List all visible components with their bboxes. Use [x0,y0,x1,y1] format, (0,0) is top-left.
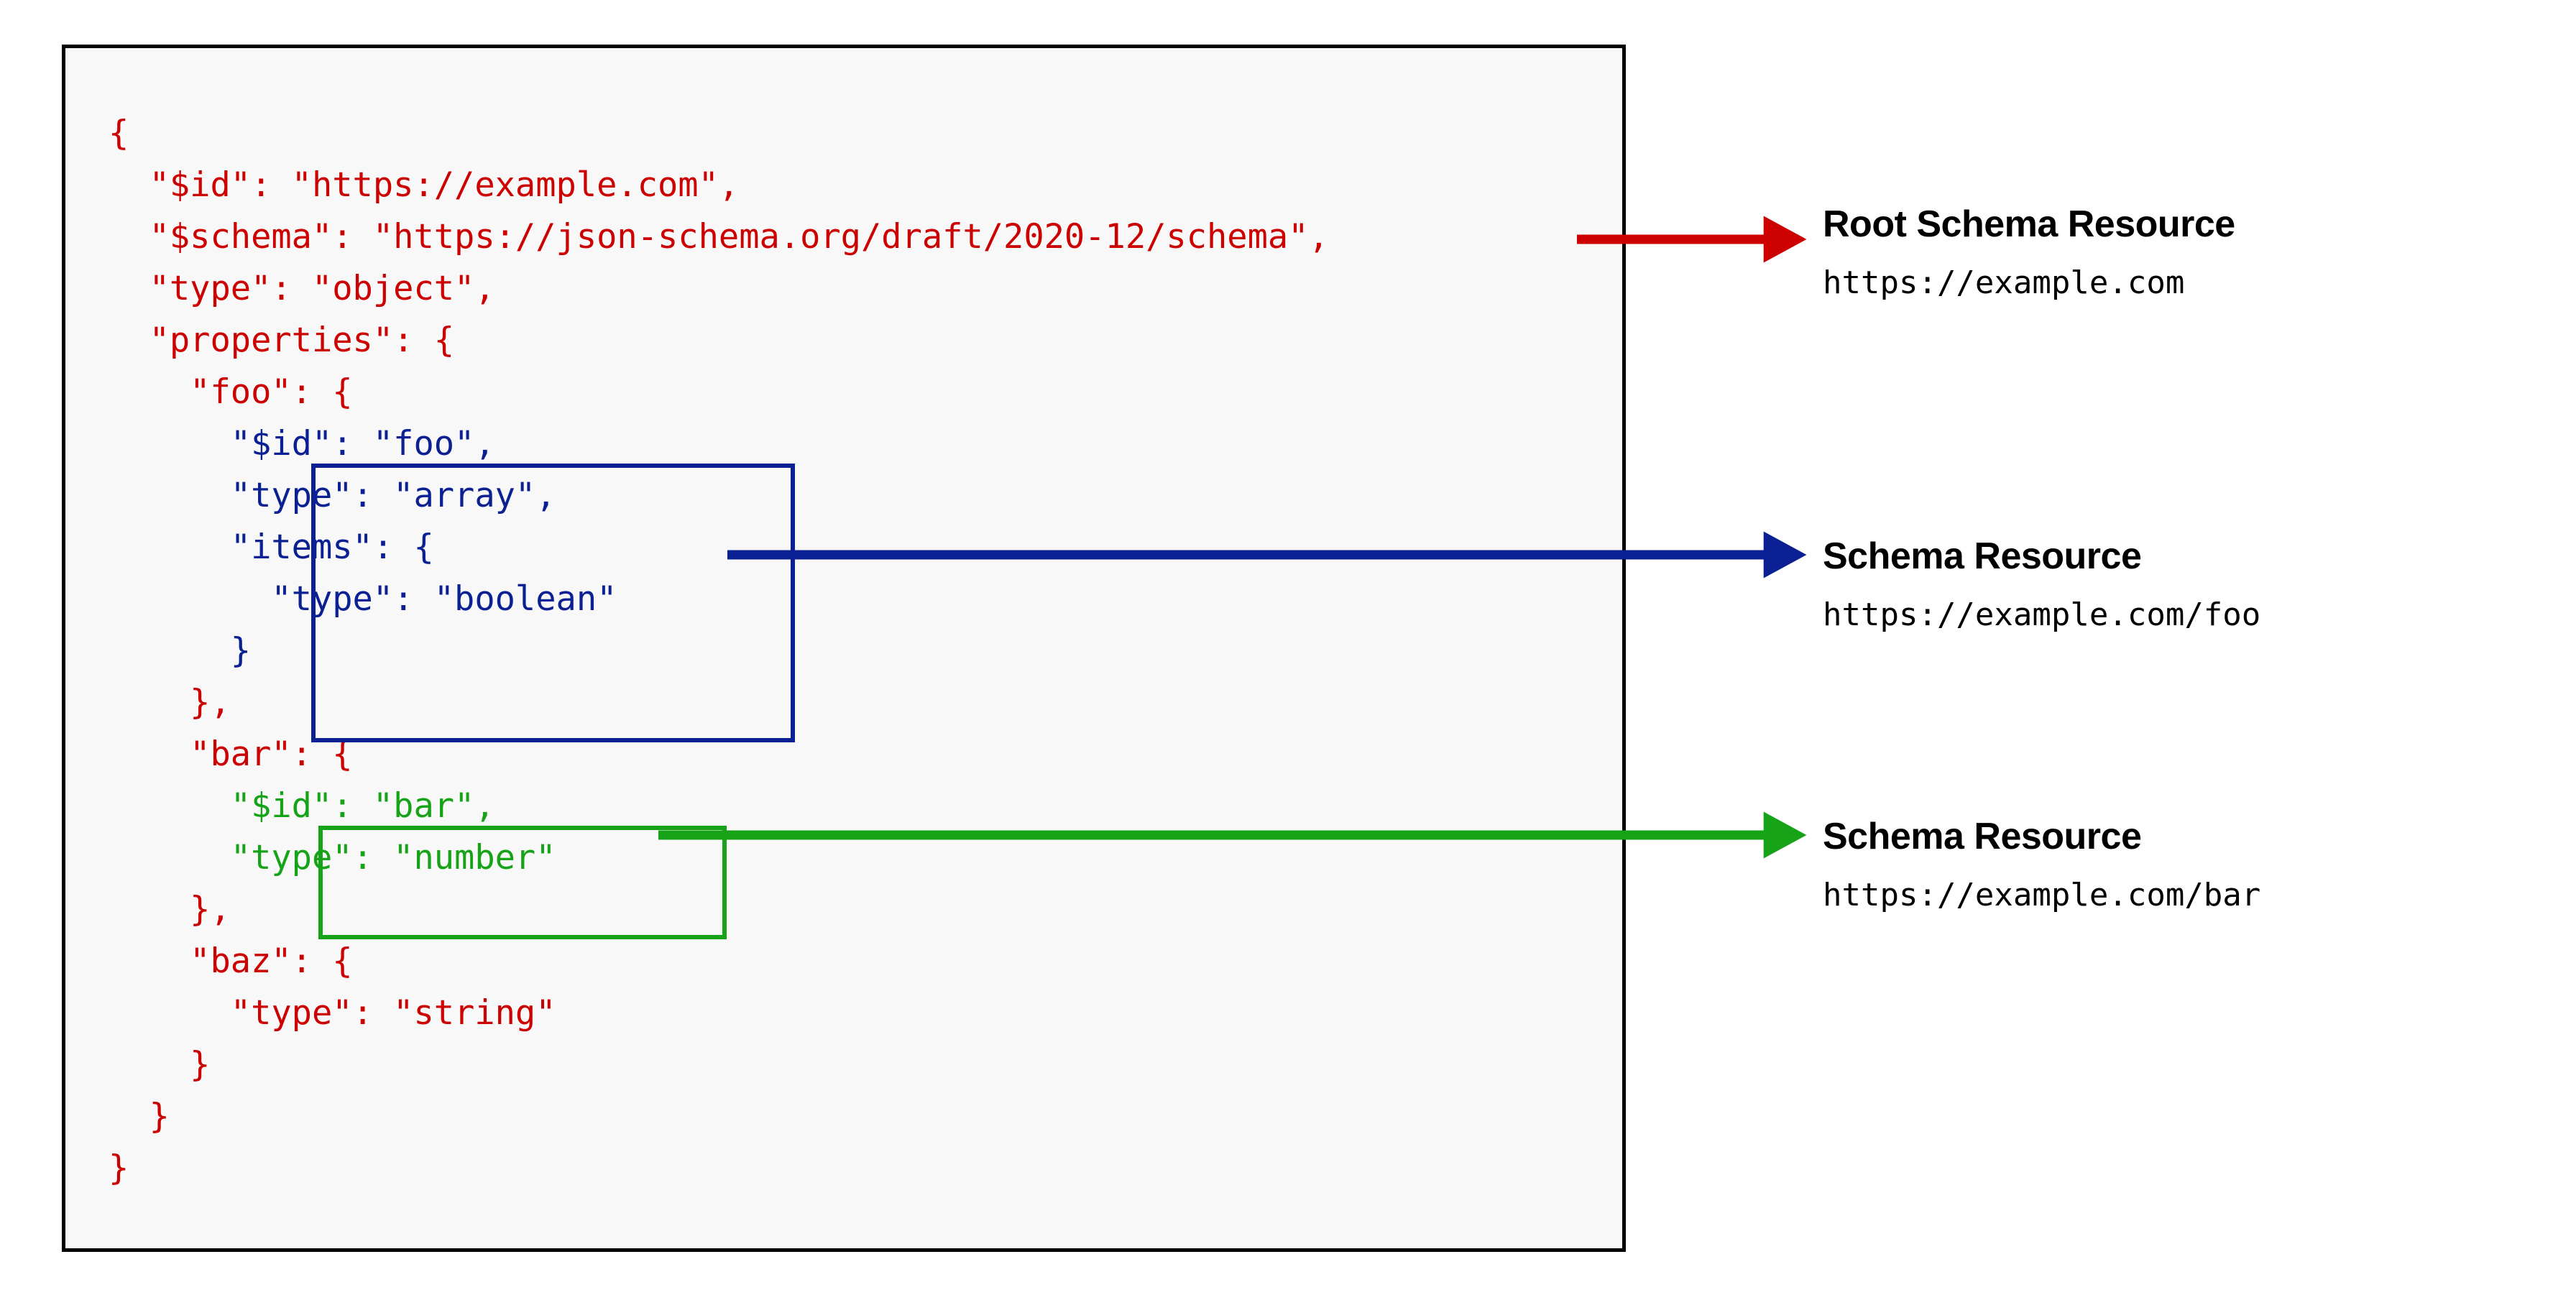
code-line: } [109,1045,211,1084]
annotation-uri: https://example.com [1823,264,2185,301]
code-line: "type": "boolean" [109,579,617,619]
code-line: "type": "string" [109,993,556,1033]
code-line: }, [109,890,231,929]
code-line: } [109,631,252,670]
code-line: "$id": "https://example.com", [109,165,740,205]
code-line: "type": "number" [109,838,556,877]
annotation-uri: https://example.com/foo [1823,596,2261,633]
code-line: "$schema": "https://json-schema.org/draf… [109,217,1329,257]
code-line: "bar": { [109,734,353,774]
code-line: "type": "object", [109,269,495,308]
annotation-title: Schema Resource [1823,816,2142,857]
json-code-panel: { "$id": "https://example.com", "$schema… [62,45,1626,1252]
code-line: "items": { [109,527,434,567]
json-code-block: { "$id": "https://example.com", "$schema… [109,108,1329,1194]
code-line: "$id": "foo", [109,424,495,464]
code-line: }, [109,683,231,722]
code-line: "$id": "bar", [109,786,495,826]
annotation-root-schema-resource: Root Schema Resource https://example.com [1823,203,2235,301]
annotation-title: Root Schema Resource [1823,203,2235,245]
code-line: "foo": { [109,372,353,412]
code-line: } [109,1148,129,1188]
annotation-bar-schema-resource: Schema Resource https://example.com/bar [1823,815,2260,913]
code-line: "type": "array", [109,476,556,515]
annotation-title: Schema Resource [1823,535,2142,577]
annotation-foo-schema-resource: Schema Resource https://example.com/foo [1823,535,2260,633]
code-line: { [109,114,129,153]
code-line: "baz": { [109,941,353,981]
code-line: } [109,1097,170,1136]
code-line: "properties": { [109,321,455,360]
annotation-uri: https://example.com/bar [1823,877,2261,913]
